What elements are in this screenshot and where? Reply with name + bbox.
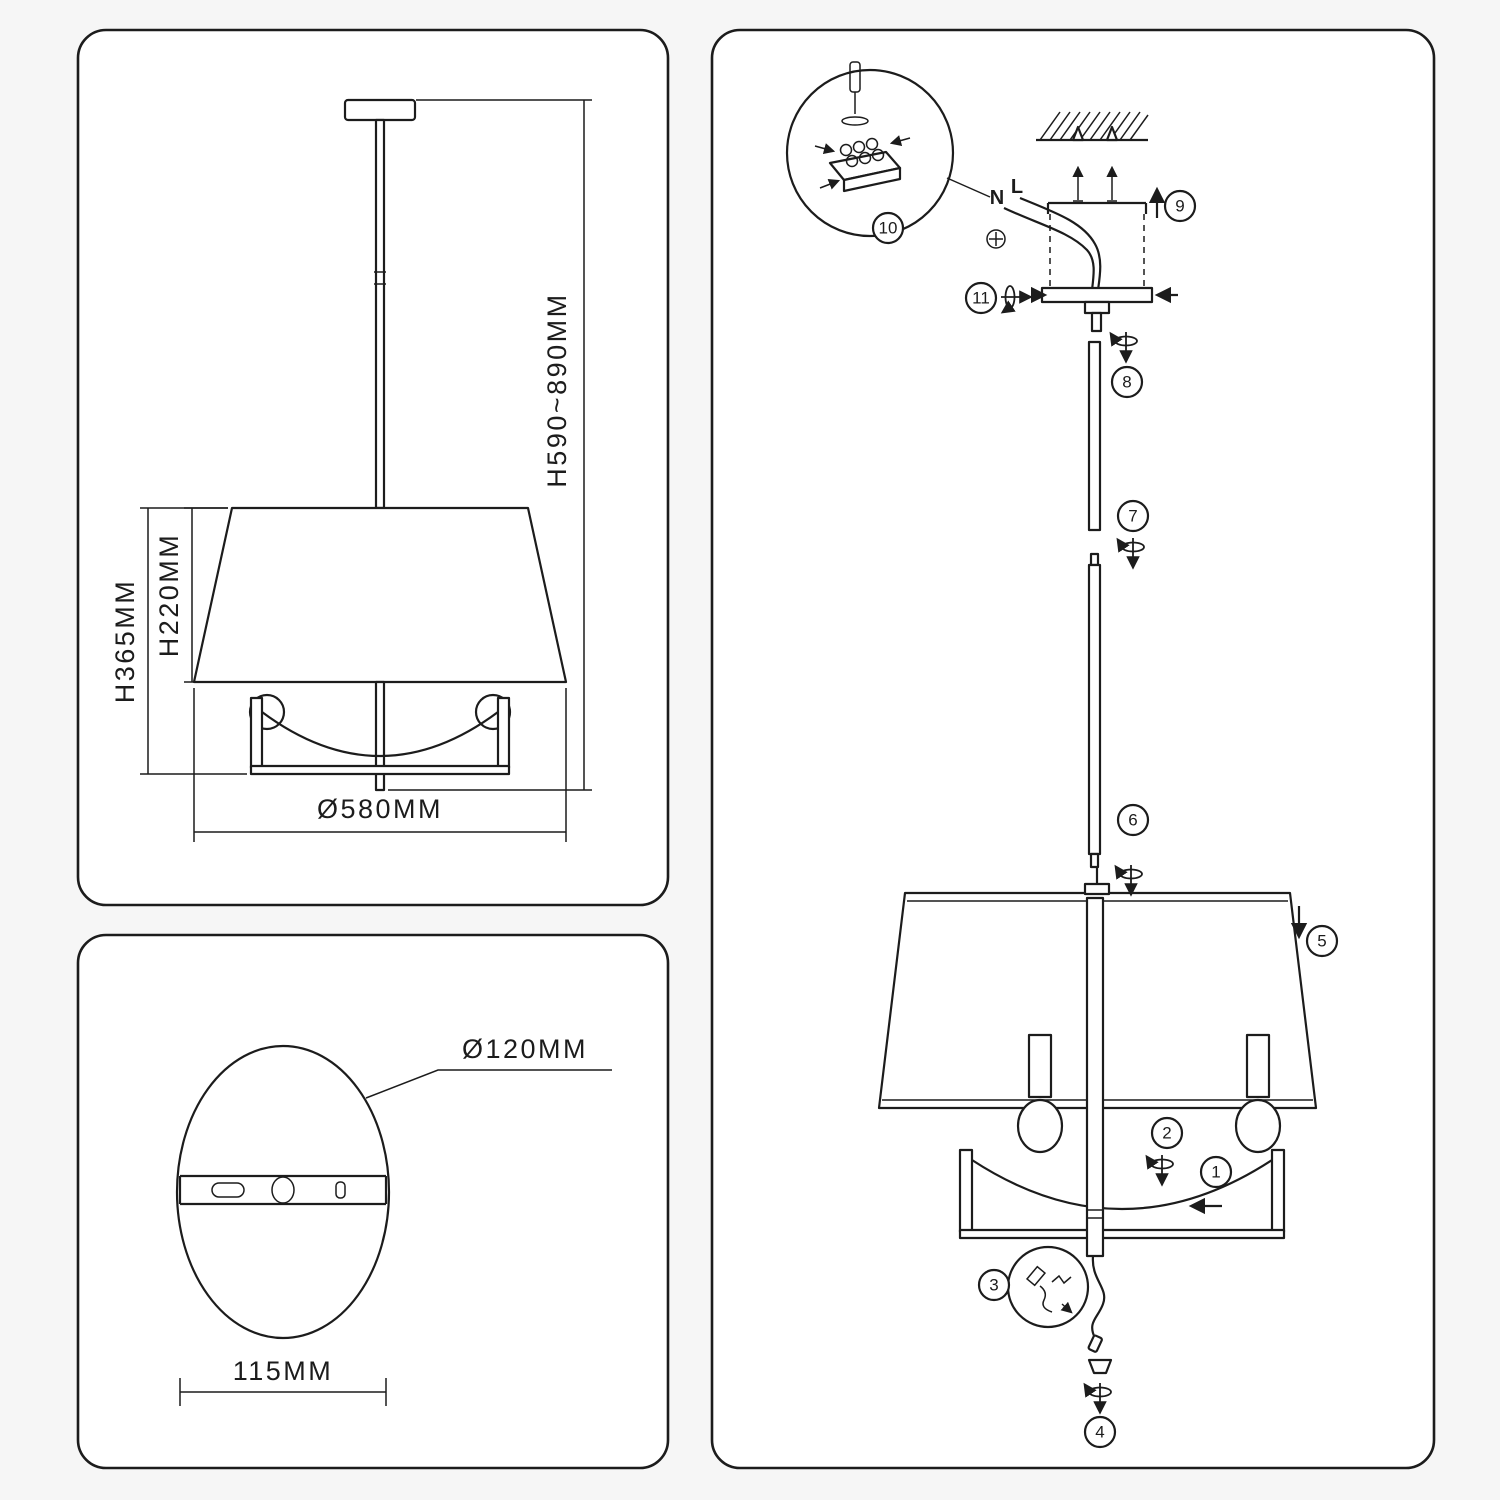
step-marker-6: 6 (1116, 803, 1150, 837)
rod-lower (1087, 563, 1102, 856)
rod-lower-thread-bottom (1089, 852, 1100, 869)
frame-bowl (971, 1159, 1273, 1210)
step-marker-8: 8 (1110, 365, 1144, 399)
shade-height-label: H220MM (154, 533, 184, 658)
plate-width-label: 115MM (233, 1356, 334, 1386)
svg-text:9: 9 (1175, 197, 1184, 216)
ceiling-screw-left (1072, 165, 1084, 202)
center-stem (374, 680, 386, 792)
canopy-plate (1030, 286, 1178, 333)
ceiling-cap (343, 98, 417, 122)
spec-panel-border (76, 28, 670, 907)
frame-post-left (249, 696, 264, 770)
wire-insert-arrow-left (814, 143, 836, 155)
step-marker-7: 7 (1116, 499, 1150, 533)
mounting-plate (178, 1174, 388, 1206)
detail-circle (785, 68, 955, 238)
shade-diameter-label: Ø580MM (317, 794, 443, 824)
fixture-height-label: H365MM (110, 579, 140, 704)
step-marker-1: 1 (1199, 1155, 1233, 1189)
assembly-panel-border (710, 28, 1436, 1470)
step-marker-2: 2 (1150, 1116, 1184, 1150)
detail-leader-line (946, 177, 991, 198)
svg-text:1: 1 (1211, 1163, 1220, 1182)
step-marker-3: 3 (977, 1268, 1011, 1302)
svg-text:5: 5 (1317, 932, 1326, 951)
frame-bottom (249, 764, 511, 776)
shade-collar (1083, 882, 1111, 896)
ceiling-hatch (1036, 111, 1149, 142)
frame-bowl (261, 711, 499, 757)
bulb-right (1234, 1098, 1282, 1154)
mounting-bracket (1046, 165, 1166, 286)
step-marker-5: 5 (1305, 924, 1339, 958)
ground-screw-icon (986, 229, 1006, 249)
hanging-rod (374, 118, 386, 510)
svg-text:4: 4 (1095, 1423, 1104, 1442)
wire-insert-arrow-bottom (819, 179, 841, 190)
dimension-shade-diameter: Ø580MM (193, 688, 567, 842)
step-marker-4: 4 (1083, 1415, 1117, 1449)
extension-rods (1087, 340, 1102, 869)
frame-post-right (496, 696, 511, 770)
ceiling-screw-right (1106, 165, 1118, 202)
canopy-drawing: Ø120MM (175, 1034, 612, 1340)
svg-text:7: 7 (1128, 507, 1137, 526)
svg-text:2: 2 (1162, 1124, 1171, 1143)
screw-slot (335, 1181, 346, 1199)
bulb-left (1016, 1098, 1064, 1154)
assembly-panel: N L (710, 28, 1436, 1470)
terminal-detail-balloon (785, 61, 991, 238)
supply-wires: N L (986, 176, 1102, 291)
screwdriver-icon (841, 61, 869, 126)
bottom-wiring (1006, 1245, 1113, 1375)
overall-height-label: H590~890MM (542, 292, 572, 487)
svg-text:11: 11 (972, 289, 990, 308)
canopy-disc (175, 1044, 391, 1340)
terminal-block-icon (828, 137, 902, 193)
center-hole (271, 1176, 295, 1204)
light-cluster (958, 1033, 1286, 1240)
canopy-diameter-label: Ø120MM (462, 1034, 588, 1064)
wire-insert-arrow-right (889, 135, 911, 147)
drop-wire (1091, 1255, 1106, 1339)
svg-text:3: 3 (989, 1276, 998, 1295)
step-marker-10: 10 (871, 211, 905, 245)
frame-post-right (1270, 1148, 1286, 1234)
dimension-overall-height: H590~890MM (388, 99, 592, 791)
rod-lower-thread-top (1089, 552, 1100, 567)
lamp-shade (192, 506, 568, 684)
spec-panel: H590~890MM H365MM H220MM Ø580MM (76, 28, 670, 907)
neutral-wire-label: N (990, 187, 1004, 209)
live-wire-label: L (1011, 176, 1023, 198)
svg-text:10: 10 (879, 219, 898, 238)
threaded-stub (1090, 311, 1103, 333)
canopy-panel: Ø120MM 115MM (76, 933, 670, 1470)
dimension-shade-height: H220MM (154, 507, 228, 683)
pendant-lamp-drawing (192, 98, 568, 792)
drill-hole-right (1105, 125, 1119, 142)
candle-tube-right (1245, 1033, 1271, 1099)
frame-post-left (958, 1148, 974, 1234)
candle-tube-left (1027, 1033, 1053, 1099)
canopy-plate-body (1040, 286, 1154, 304)
wire-connector (1087, 1334, 1103, 1353)
diameter-leader-line (365, 1069, 612, 1099)
svg-text:8: 8 (1122, 373, 1131, 392)
step-marker-11: 11 (964, 281, 998, 315)
canopy-collar (1083, 300, 1111, 315)
keyhole-slot (211, 1182, 245, 1198)
central-rod (1085, 896, 1105, 1258)
rod-upper (1087, 340, 1102, 532)
frame-bottom (958, 1228, 1286, 1240)
step-marker-9: 9 (1163, 189, 1197, 223)
finial-cup (1087, 1358, 1113, 1375)
svg-text:6: 6 (1128, 811, 1137, 830)
dimension-plate-width: 115MM (179, 1356, 387, 1406)
drill-hole-left (1071, 125, 1085, 142)
